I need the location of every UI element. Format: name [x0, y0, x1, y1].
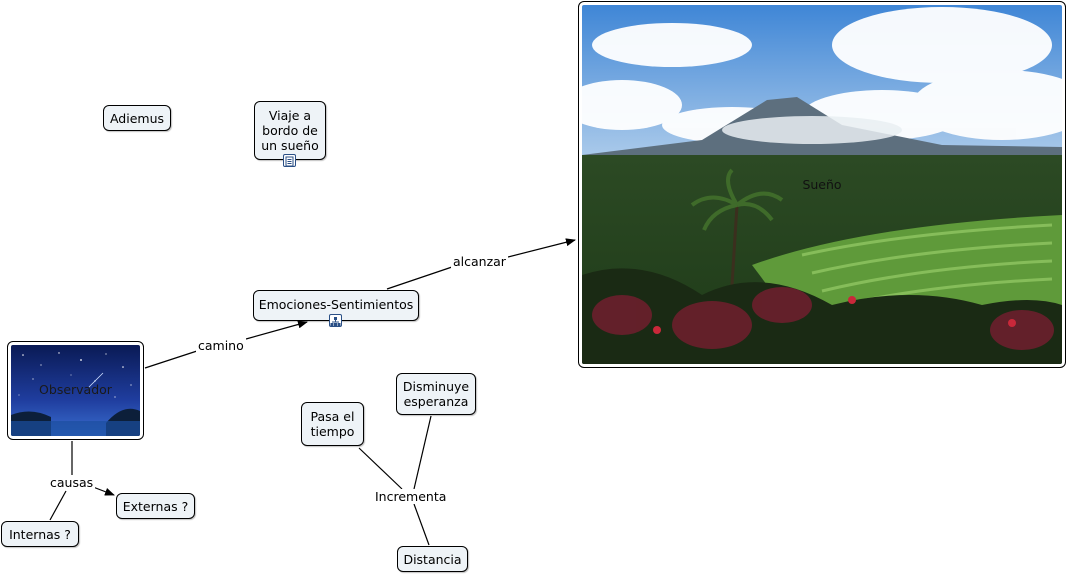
concept-distancia[interactable]: Distancia — [397, 546, 468, 572]
link-incrementa-distancia — [413, 503, 430, 546]
concept-internas-label: Internas ? — [9, 526, 71, 542]
concept-externas[interactable]: Externas ? — [116, 493, 195, 519]
link-camino-emociones — [245, 320, 308, 340]
document-icon[interactable] — [283, 154, 296, 167]
concept-adiemus-label: Adiemus — [109, 110, 165, 126]
link-disminuye-incrementa — [413, 415, 432, 490]
concept-observador[interactable]: Observador — [7, 341, 144, 440]
concept-viaje[interactable]: Viaje a bordo de un sueño — [254, 101, 326, 160]
concept-pasa-label: Pasa el tiempo — [310, 409, 355, 439]
concept-disminuye-esperanza[interactable]: Disminuye esperanza — [396, 373, 476, 415]
link-pasa-incrementa — [358, 447, 403, 490]
submap-icon[interactable] — [329, 314, 342, 327]
linking-phrase-causas[interactable]: causas — [48, 475, 96, 490]
concept-distancia-label: Distancia — [403, 551, 462, 567]
concept-viaje-label: Viaje a bordo de un sueño — [261, 108, 319, 153]
link-alcanzar-sueno — [507, 238, 576, 258]
linking-phrase-camino[interactable]: camino — [196, 338, 246, 353]
concept-emociones-label: Emociones-Sentimientos — [258, 297, 414, 312]
concept-disminuye-label: Disminuye esperanza — [402, 379, 470, 409]
concept-observador-label: Observador — [39, 382, 112, 397]
linking-phrase-incrementa[interactable]: Incrementa — [373, 489, 449, 504]
night-sky-image — [11, 345, 140, 436]
concept-internas[interactable]: Internas ? — [1, 521, 79, 547]
linking-phrase-alcanzar[interactable]: alcanzar — [451, 254, 508, 269]
link-emociones-alcanzar — [386, 266, 453, 290]
link-causas-internas — [49, 490, 67, 521]
concept-pasa-el-tiempo[interactable]: Pasa el tiempo — [301, 402, 364, 446]
link-observador-camino — [144, 350, 198, 369]
concept-externas-label: Externas ? — [122, 498, 189, 514]
concept-adiemus[interactable]: Adiemus — [103, 105, 171, 131]
concept-sueno[interactable]: Sueño — [578, 1, 1066, 368]
landscape-image — [582, 5, 1062, 364]
link-causas-externas — [92, 486, 115, 496]
concept-sueno-label: Sueño — [802, 177, 842, 192]
